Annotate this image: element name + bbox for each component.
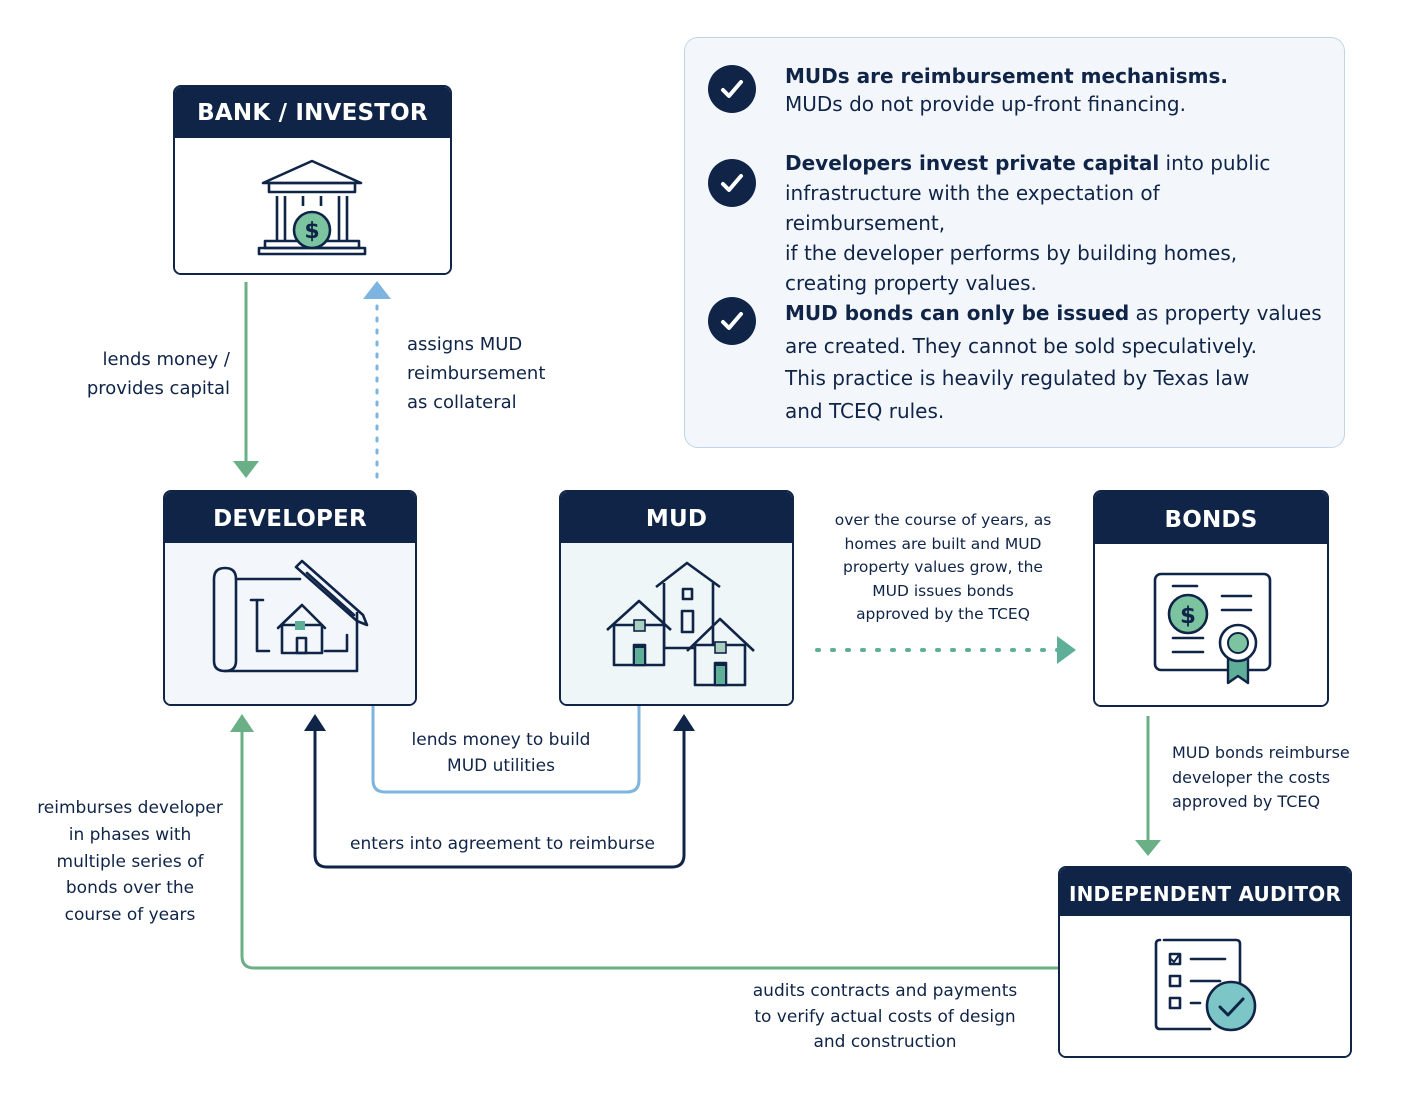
label-audits-contracts: audits contracts and payments to verify … bbox=[752, 981, 1018, 1052]
arrow-enters-agreement bbox=[304, 714, 695, 869]
node-auditor-title: INDEPENDENT AUDITOR bbox=[1060, 868, 1350, 916]
node-bonds-title: BONDS bbox=[1095, 492, 1327, 544]
svg-text:$: $ bbox=[304, 219, 319, 244]
houses-icon bbox=[606, 561, 755, 687]
check-icon bbox=[708, 297, 756, 345]
check-icon bbox=[708, 65, 756, 113]
node-bank-investor: BANK / INVESTOR $ bbox=[173, 85, 452, 275]
bank-dollar-icon: $ bbox=[257, 159, 367, 256]
node-developer-title: DEVELOPER bbox=[165, 492, 415, 543]
node-bank-title: BANK / INVESTOR bbox=[175, 87, 450, 138]
label-bonds-reimburse: MUD bonds reimburse developer the costs … bbox=[1172, 743, 1350, 811]
label-enters-agreement: enters into agreement to reimburse bbox=[350, 834, 655, 854]
bond-certificate-icon: $ bbox=[1153, 572, 1272, 685]
checklist-checkmark-icon bbox=[1154, 938, 1257, 1032]
arrow-reimburses-developer bbox=[230, 714, 1058, 970]
svg-text:$: $ bbox=[1180, 603, 1196, 629]
label-assigns-collateral: assigns MUD reimbursement as collateral bbox=[407, 334, 546, 413]
label-lends-to-build: lends money to build MUD utilities bbox=[411, 730, 591, 776]
check-icon bbox=[708, 159, 756, 207]
arrow-lends-money bbox=[233, 282, 259, 478]
arrow-bonds-reimburse bbox=[1135, 716, 1161, 856]
node-mud-title: MUD bbox=[561, 492, 792, 543]
label-reimburses-developer: reimburses developer in phases with mult… bbox=[37, 798, 223, 926]
node-bonds: BONDS $ bbox=[1093, 490, 1329, 707]
node-independent-auditor: INDEPENDENT AUDITOR bbox=[1058, 866, 1352, 1058]
arrow-assigns-collateral bbox=[363, 281, 391, 479]
node-mud: MUD bbox=[559, 490, 794, 706]
line-lends-to-build bbox=[371, 703, 641, 794]
info-panel: MUDs are reimbursement mechanisms. MUDs … bbox=[684, 37, 1345, 448]
label-mud-issues-bonds: over the course of years, as homes are b… bbox=[834, 511, 1052, 624]
label-lends-money: lends money / provides capital bbox=[86, 349, 230, 399]
node-developer: DEVELOPER bbox=[163, 490, 417, 706]
blueprint-pencil-icon bbox=[212, 559, 369, 673]
arrow-mud-issues-bonds bbox=[815, 636, 1076, 664]
